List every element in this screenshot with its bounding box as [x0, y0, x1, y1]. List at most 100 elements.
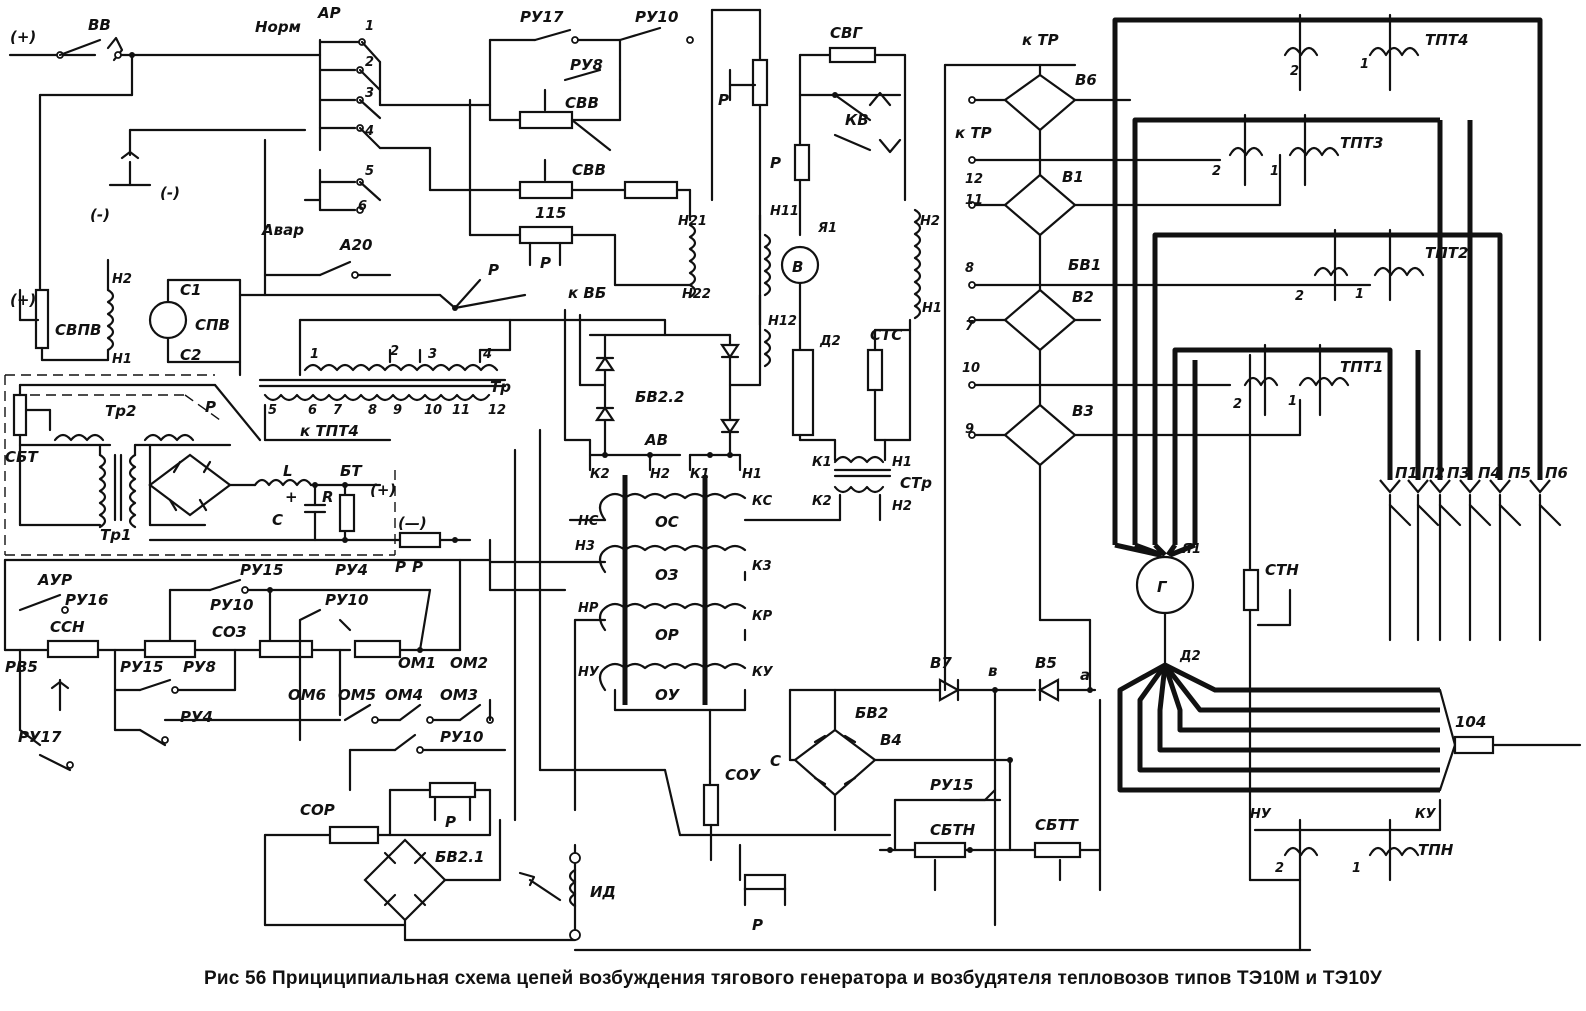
- label-str-k2: К2: [812, 494, 832, 509]
- label-hp: НР: [578, 601, 599, 616]
- label-tr-10: 10: [424, 403, 442, 418]
- label-n10: 10: [962, 361, 980, 376]
- label-p-2: Р: [488, 261, 499, 279]
- supply-section: [8, 36, 382, 364]
- label-n7: 7: [965, 319, 975, 334]
- label-p-7: Р: [752, 916, 763, 934]
- label-p3: П3: [1447, 464, 1470, 482]
- label-svpv: СВПВ: [55, 321, 101, 339]
- label-minus-2: (-): [90, 206, 110, 224]
- label-tr1: Тр1: [100, 526, 131, 544]
- label-b4: В4: [880, 731, 902, 749]
- label-sts: СТС: [870, 326, 902, 344]
- label-b: В: [792, 258, 803, 276]
- control-relay-section: [3, 558, 507, 792]
- label-k-tr-2: к ТР: [955, 124, 992, 142]
- label-os: ОС: [655, 513, 679, 531]
- label-av-h1: Н1: [742, 467, 762, 482]
- label-plus-svpv: (+): [10, 291, 36, 309]
- label-av-h2: Н2: [650, 467, 670, 482]
- rectifier-bridges: [943, 63, 1372, 692]
- label-av: АВ: [644, 431, 668, 449]
- label-ru15: РУ15: [240, 561, 283, 579]
- label-ar-6: 6: [358, 199, 367, 214]
- sor-bv21-section: [263, 781, 1312, 952]
- label-tpn: ТПН: [1418, 841, 1454, 859]
- label-tpt3: ТПТ3: [1340, 134, 1383, 152]
- label-h3: Н3: [575, 539, 595, 554]
- label-tr-5: 5: [268, 403, 277, 418]
- label-b5: В5: [1035, 654, 1057, 672]
- label-plus-bt: (+): [370, 481, 396, 499]
- label-tpt1-2: 2: [1233, 397, 1242, 412]
- label-l: L: [283, 462, 293, 480]
- label-p1: П1: [1395, 464, 1418, 482]
- label-tpt4-2: 2: [1290, 64, 1299, 79]
- label-r: R: [322, 488, 334, 506]
- label-id: ИД: [590, 883, 616, 901]
- label-svpv-h1: Н1: [112, 352, 132, 367]
- label-bv21: БВ2.1: [435, 848, 484, 866]
- label-sbtn: СБТН: [930, 821, 976, 839]
- label-om3: ОМ3: [440, 686, 478, 704]
- label-ar-3: 3: [365, 86, 374, 101]
- label-c-node: С: [770, 752, 781, 770]
- label-n12: 12: [965, 172, 983, 187]
- label-k-tr-1: к ТР: [1022, 31, 1059, 49]
- label-tr-8: 8: [368, 403, 377, 418]
- label-tpt1-1: 1: [1288, 394, 1297, 409]
- label-ar-2: 2: [365, 55, 374, 70]
- label-p-5: Р: [445, 813, 456, 831]
- label-plus: (+): [10, 28, 36, 46]
- label-tr-4: 4: [482, 347, 492, 362]
- label-h22: Н22: [682, 287, 711, 302]
- label-ru17: РУ17: [520, 8, 564, 26]
- label-p5: П5: [1508, 464, 1531, 482]
- label-spv: СПВ: [195, 316, 230, 334]
- label-minus-bt: (—): [398, 514, 427, 532]
- label-kvb: к ВБ: [568, 284, 606, 302]
- exciter-section: [710, 8, 922, 522]
- label-p-8: Р: [718, 91, 729, 109]
- av-control-windings: [488, 428, 892, 837]
- label-kv-h2: Н2: [920, 214, 940, 229]
- label-104: 104: [1455, 713, 1486, 731]
- label-ru15b: РУ15: [120, 658, 163, 676]
- label-tr-6: 6: [308, 403, 317, 418]
- label-kv: КВ: [845, 111, 869, 129]
- label-tr-1: 1: [310, 347, 319, 362]
- label-aur: АУР: [37, 571, 72, 589]
- label-soz: СОЗ: [212, 623, 247, 641]
- label-g-d2: Д2: [1179, 649, 1201, 664]
- label-tpn-1: 1: [1352, 861, 1361, 876]
- label-om4: ОМ4: [385, 686, 423, 704]
- label-node-a: а: [1080, 666, 1090, 684]
- label-p-1: Р: [540, 254, 551, 272]
- label-sbt: СБТ: [5, 448, 39, 466]
- label-ku: КУ: [752, 665, 774, 680]
- label-sbtt: СБТТ: [1035, 816, 1080, 834]
- label-kp: КР: [752, 609, 773, 624]
- label-ru16: РУ16: [65, 591, 108, 609]
- label-d2: Д2: [819, 334, 841, 349]
- label-ar: АР: [317, 4, 341, 22]
- label-oz: ОЗ: [655, 566, 679, 584]
- label-ar-5: 5: [365, 164, 374, 179]
- label-kc: КС: [752, 494, 773, 509]
- label-node-b: в: [988, 662, 998, 680]
- label-svv-1: СВВ: [565, 94, 599, 112]
- figure-caption: Рис 56 Прициципиальная схема цепей возбу…: [204, 968, 1382, 989]
- label-tpt4: ТПТ4: [1425, 31, 1468, 49]
- label-tpt3-2: 2: [1212, 164, 1221, 179]
- label-tpt3-1: 1: [1270, 164, 1279, 179]
- label-hc: НС: [578, 514, 599, 529]
- label-tpt1: ТПТ1: [1340, 358, 1383, 376]
- label-tpt2: ТПТ2: [1425, 244, 1468, 262]
- label-h21: Н21: [678, 214, 707, 229]
- label-115: 115: [535, 204, 566, 222]
- label-om1: ОМ1: [398, 654, 436, 672]
- label-sts-k1: К1: [812, 455, 832, 470]
- label-bv2: БВ2: [855, 704, 888, 722]
- label-v3: В3: [1072, 402, 1094, 420]
- label-ru10c: РУ10: [325, 591, 368, 609]
